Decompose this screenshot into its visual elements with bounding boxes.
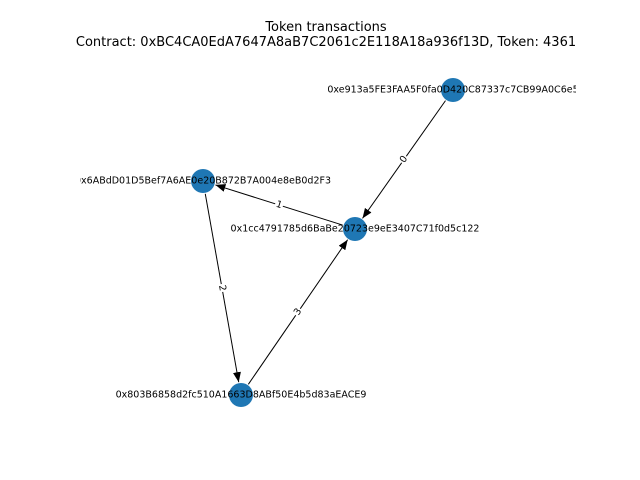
edge-label-group: 2 bbox=[215, 283, 229, 293]
node-labels-layer: 0xe913a5FE3FAA5F0fa0D420C87337c7CB99A0C6… bbox=[75, 85, 578, 401]
edge-label-background bbox=[290, 305, 306, 319]
graph-node bbox=[343, 217, 367, 241]
nodes-layer bbox=[191, 78, 465, 407]
edge-labels-layer: 0 1 2 3 bbox=[215, 152, 412, 319]
node-address-label: 0x1cc4791785d6BaBe20723e9eE3407C71f0d5c1… bbox=[231, 224, 480, 235]
edge-label: 1 bbox=[274, 199, 283, 211]
edge-label: 3 bbox=[292, 306, 304, 317]
graph-node bbox=[441, 78, 465, 102]
graph-node bbox=[229, 383, 253, 407]
edge-label: 2 bbox=[216, 284, 228, 292]
edge-label-background bbox=[396, 152, 412, 167]
edge-label-group: 0 bbox=[396, 152, 412, 167]
edge-label-background bbox=[215, 283, 229, 293]
edge-label-group: 1 bbox=[273, 198, 285, 212]
figure-title-block: Token transactions Contract: 0xBC4CA0EdA… bbox=[0, 20, 640, 50]
figure-subtitle: Contract: 0xBC4CA0EdA7647A8aB7C2061c2E11… bbox=[75, 35, 577, 50]
graph-node bbox=[191, 169, 215, 193]
edge-label-group: 3 bbox=[290, 305, 306, 319]
edges-layer bbox=[204, 100, 446, 385]
node-address-label: 0xe913a5FE3FAA5F0fa0D420C87337c7CB99A0C6… bbox=[327, 85, 578, 96]
edge-label-background bbox=[273, 198, 285, 212]
figure-title: Token transactions bbox=[265, 20, 387, 35]
node-address-label: 0x6ABdD01D5Bef7A6AE0e20B872B7A004e8eB0d2… bbox=[75, 176, 331, 187]
node-address-label: 0x803B6858d2fc510A1663D8ABf50E4b5d83aEAC… bbox=[116, 390, 367, 401]
edge-label: 0 bbox=[398, 154, 410, 165]
